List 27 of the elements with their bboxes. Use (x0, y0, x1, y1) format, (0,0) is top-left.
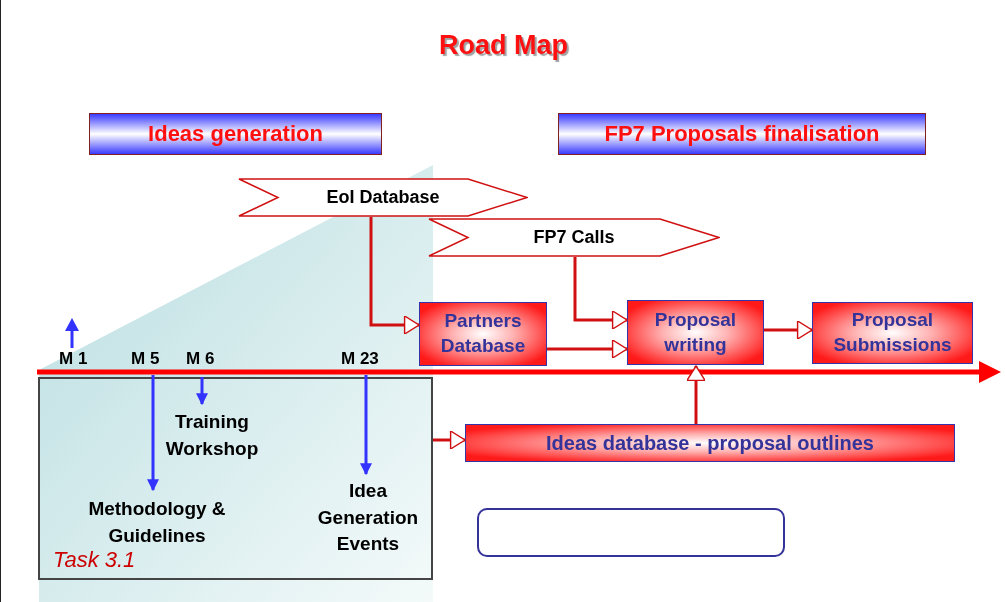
arrow (686, 365, 706, 424)
process-box: Partners Database (419, 302, 547, 366)
pennant-box: FP7 Calls (428, 218, 720, 257)
milestone-label: M 5 (131, 349, 160, 369)
arrow (360, 375, 372, 476)
arrow (369, 217, 420, 335)
process-box: Ideas database - proposal outlines (465, 424, 955, 462)
leader-box (477, 508, 785, 557)
process-box: Proposal Submissions (812, 302, 973, 364)
milestone-label: M 23 (341, 349, 379, 369)
task-box (39, 378, 432, 579)
milestone-label: M 1 (59, 349, 88, 369)
process-box: Proposal writing (627, 300, 764, 365)
phase-banner: Ideas generation (89, 113, 382, 155)
milestone-text: Idea Generation Events (300, 475, 436, 561)
milestone-label: M 6 (186, 349, 215, 369)
phase-banner: FP7 Proposals finalisation (558, 113, 926, 155)
title: Road Map (438, 30, 569, 61)
arrow (433, 430, 466, 450)
milestone-text: Training Workshop (147, 405, 277, 467)
task-label: Task 3.1 (53, 547, 136, 573)
arrow (147, 375, 159, 492)
arrow (196, 377, 208, 406)
pennant-box: EoI Database (238, 178, 528, 217)
arrow (547, 339, 628, 359)
arrow (764, 320, 813, 340)
arrow (573, 257, 628, 330)
